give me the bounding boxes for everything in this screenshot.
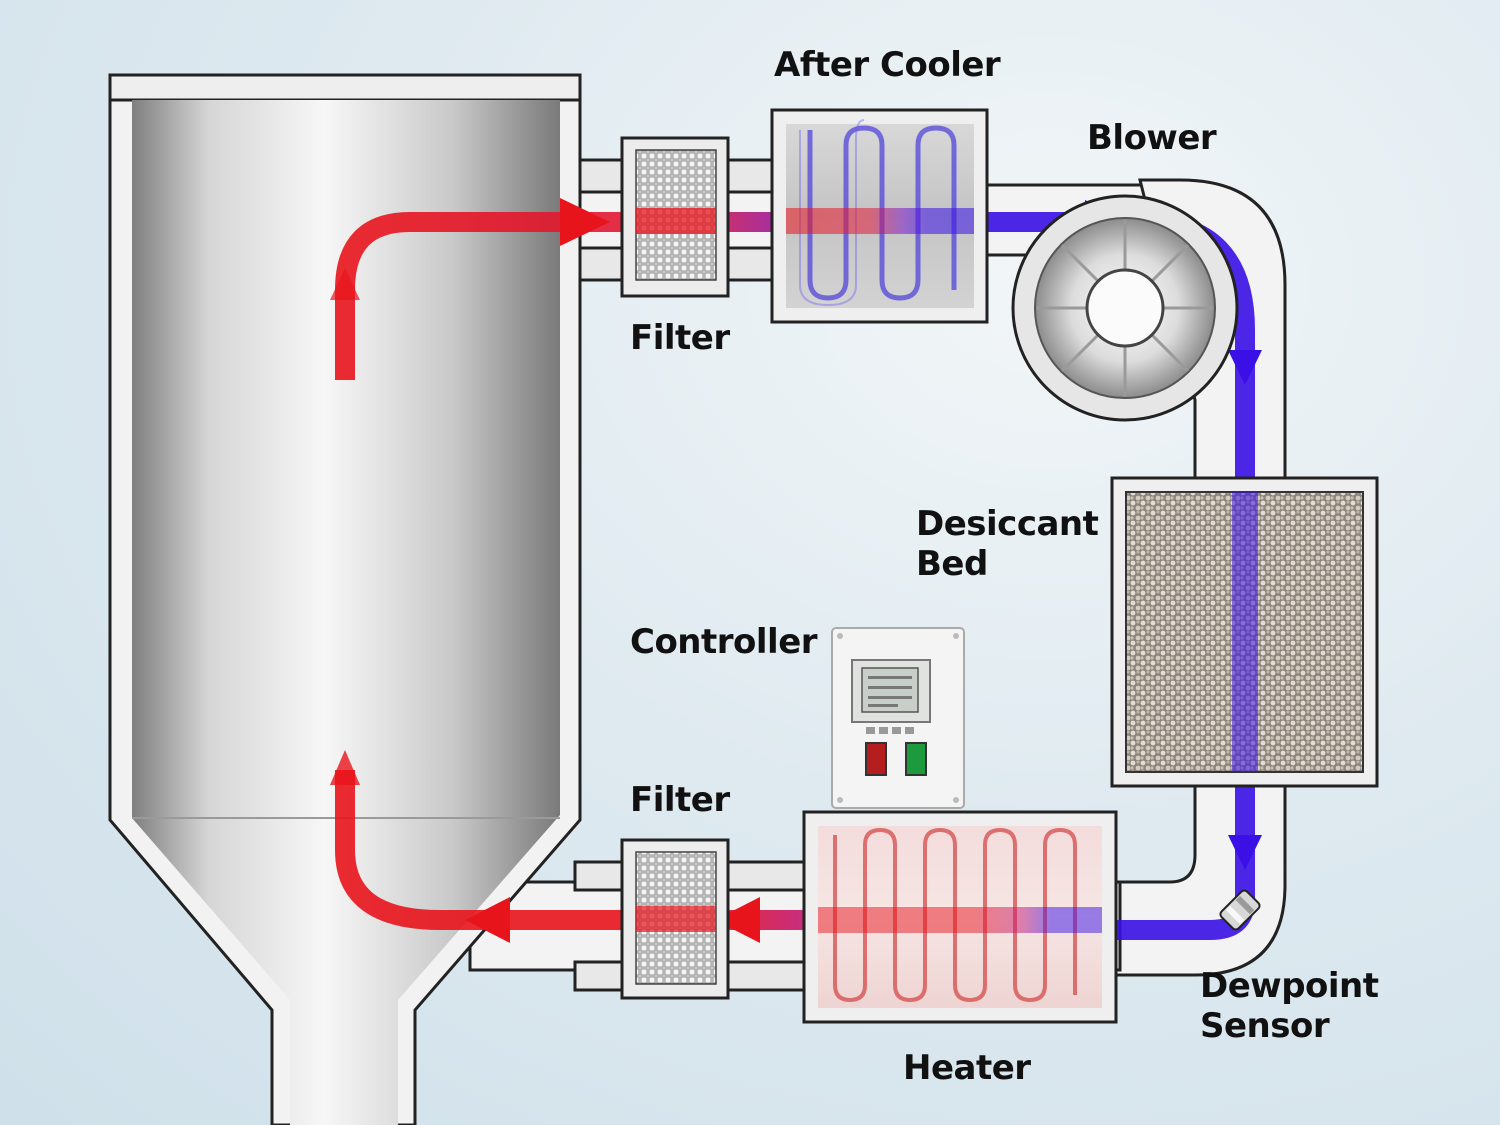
flow-arrow-filter-top: [560, 198, 610, 246]
label-desiccant-bed: Desiccant Bed: [916, 504, 1099, 584]
label-filter-top: Filter: [630, 318, 730, 358]
filter-top-icon: [620, 136, 730, 298]
pipe-right-lower: [1113, 783, 1287, 977]
label-after-cooler: After Cooler: [774, 45, 1001, 85]
dewpoint-sensor-icon: [1219, 889, 1261, 931]
blower-fan-icon: [1011, 194, 1239, 422]
controller-panel-icon: [831, 627, 965, 809]
filter-bottom-icon: [620, 838, 730, 1000]
label-controller: Controller: [630, 622, 818, 662]
desiccant-bed-icon: [1110, 476, 1379, 788]
label-blower: Blower: [1087, 118, 1217, 158]
controller-stop-button[interactable]: [865, 742, 887, 776]
controller-start-button[interactable]: [905, 742, 927, 776]
after-cooler-icon: [770, 108, 989, 324]
flow-hopper-bottom: [335, 770, 995, 930]
flow-arrow-filter-bottom: [715, 897, 760, 943]
label-heater: Heater: [903, 1048, 1031, 1088]
heater-coil-icon: [802, 810, 1118, 1024]
label-dewpoint-sensor: Dewpoint Sensor: [1200, 966, 1379, 1046]
hopper-vessel-icon: [108, 73, 582, 1125]
label-filter-bottom: Filter: [630, 780, 730, 820]
